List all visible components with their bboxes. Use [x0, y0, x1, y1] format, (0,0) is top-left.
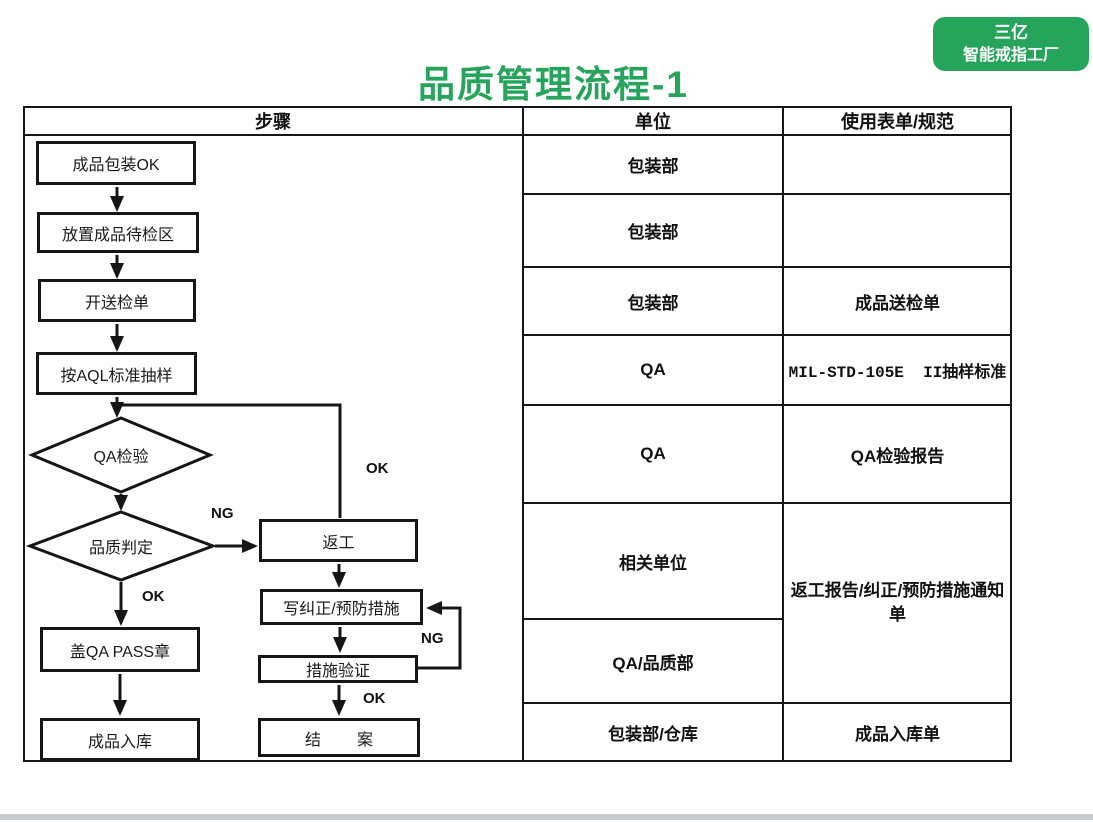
branch-label-judgment-ok: OK: [142, 588, 165, 605]
col-header-forms: 使用表单/规范: [840, 112, 954, 132]
form-cell-row3: 成品送检单: [855, 293, 940, 313]
company-badge-line2: 智能戒指工厂: [962, 46, 1059, 64]
bottom-divider-bar: [0, 814, 1093, 820]
unit-cell-row8: 包装部/仓库: [608, 725, 698, 744]
page-title: 品质管理流程-1: [418, 64, 689, 105]
unit-cell-row3: 包装部: [627, 293, 679, 313]
table-gridline-row1: [523, 193, 1012, 195]
table-gridline-row5: [523, 502, 1012, 504]
unit-cell-row2: 包装部: [627, 223, 679, 242]
branch-label-qa-ok: OK: [366, 460, 389, 477]
branch-label-verify-ok: OK: [363, 690, 386, 707]
branch-label-verify-ng: NG: [421, 630, 444, 647]
form-cell-rows6-7-merged: 返工报告/纠正/预防措施通知单: [790, 581, 1005, 624]
unit-cell-row5: QA: [640, 444, 666, 463]
form-cell-row8: 成品入库单: [855, 725, 940, 744]
flow-step-qa-inspection-label: QA检验: [93, 449, 149, 466]
col-header-unit: 单位: [635, 112, 671, 132]
table-gridline-col1: [522, 107, 524, 762]
col-header-steps: 步骤: [255, 112, 291, 132]
table-frame: [23, 106, 1012, 762]
table-gridline-row4: [523, 404, 1012, 406]
flow-step-inspection-slip: 开送检单: [38, 279, 196, 322]
company-badge: 三亿 智能戒指工厂: [933, 17, 1089, 71]
table-gridline-row2: [523, 266, 1012, 268]
form-cell-row5: QA检验报告: [850, 446, 945, 466]
form-cell-row1: [783, 135, 1012, 194]
form-cell-row4: MIL-STD-105E II抽样标准: [788, 364, 1007, 382]
table-gridline-row6-left: [523, 618, 783, 620]
table-gridline-row3: [523, 334, 1012, 336]
flow-step-packed-ok: 成品包装OK: [36, 141, 196, 185]
flow-step-action-verification: 措施验证: [258, 655, 418, 683]
flow-step-quality-judgment-label: 品质判定: [88, 540, 153, 557]
flow-step-case-closed: 结 案: [258, 718, 420, 757]
flow-step-aql-sampling: 按AQL标准抽样: [36, 352, 197, 395]
unit-cell-row6: 相关单位: [619, 553, 687, 573]
table-gridline-header: [23, 134, 1012, 136]
flow-step-rework: 返工: [259, 519, 418, 562]
unit-cell-row4: QA: [640, 360, 666, 379]
branch-label-judgment-ng: NG: [211, 505, 234, 522]
table-gridline-col2: [782, 107, 784, 762]
flow-step-warehouse-in: 成品入库: [40, 718, 200, 761]
unit-cell-row7: QA/品质部: [612, 653, 694, 673]
company-badge-line1: 三亿: [994, 22, 1028, 42]
table-gridline-row7: [523, 702, 1012, 704]
unit-cell-row1: 包装部: [627, 157, 679, 176]
flow-step-corrective-action: 写纠正/预防措施: [260, 589, 423, 625]
flow-step-staging-area: 放置成品待检区: [37, 212, 199, 253]
form-cell-row2: [783, 194, 1012, 267]
flow-step-qa-pass-stamp: 盖QA PASS章: [40, 627, 200, 672]
